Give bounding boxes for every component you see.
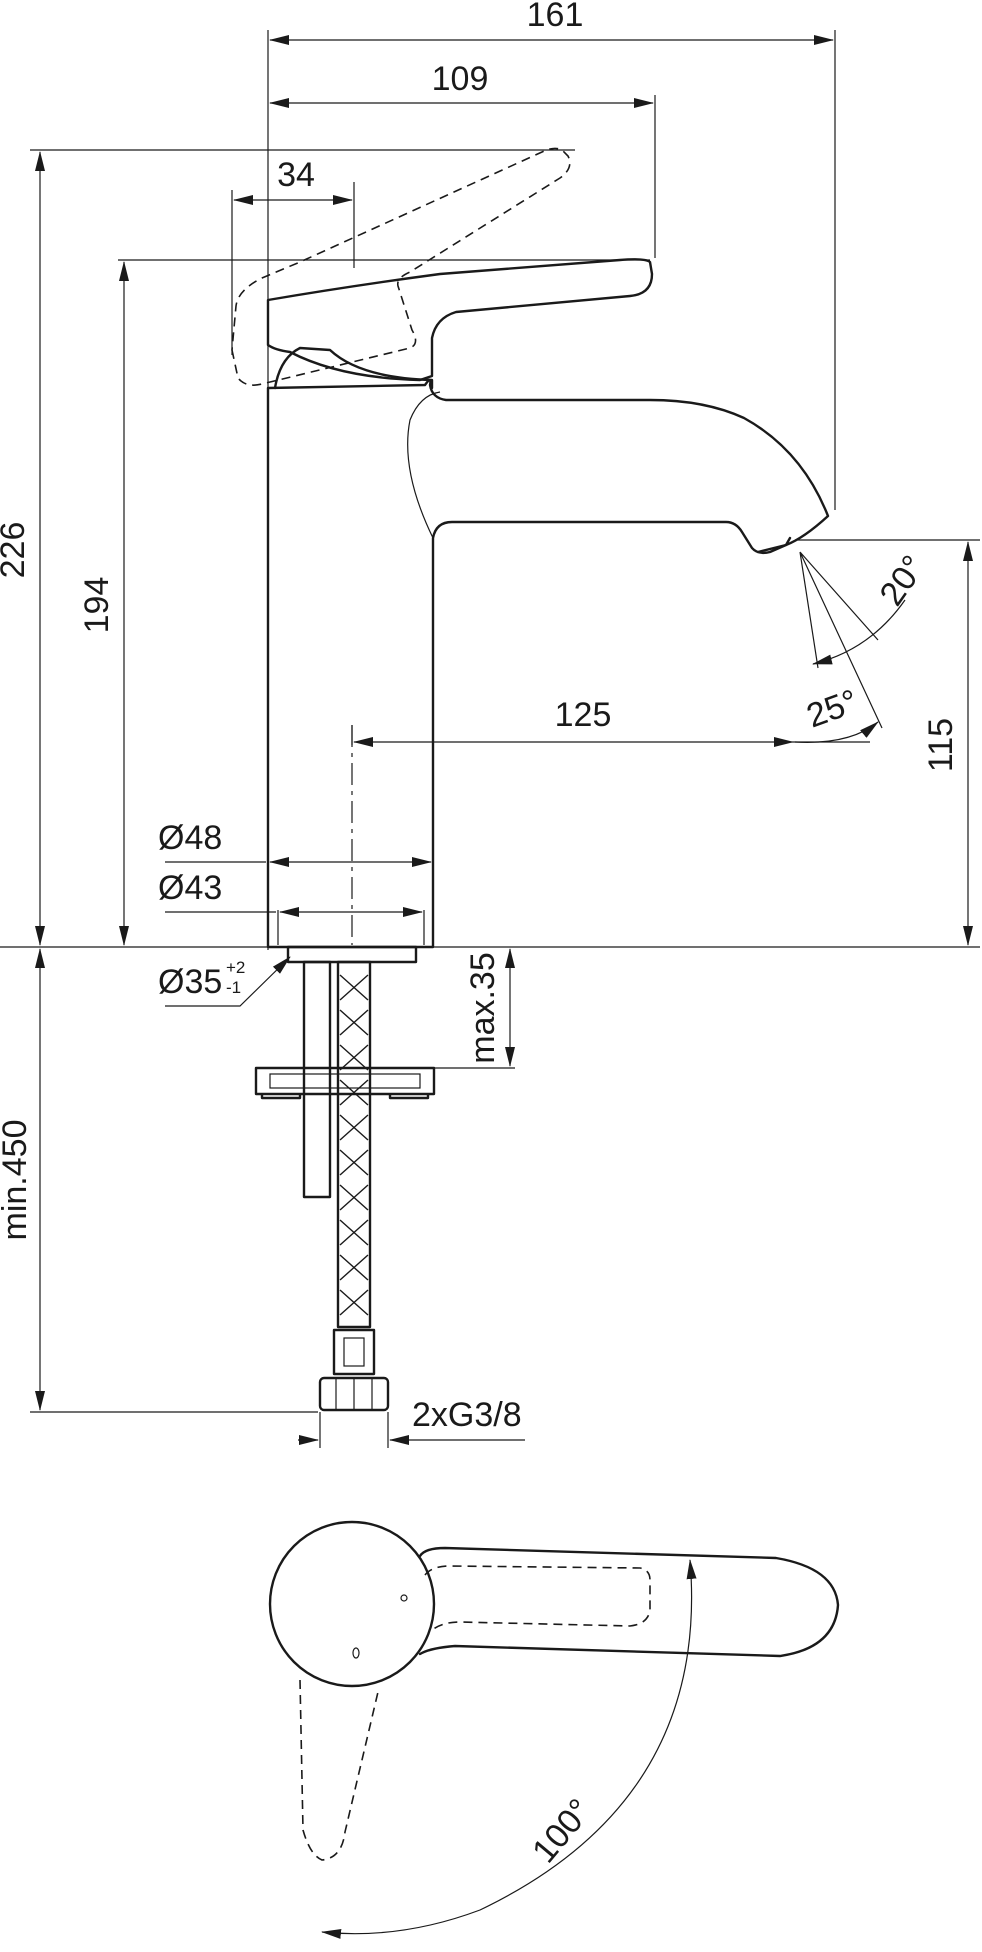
bracket-inner [269,1073,421,1089]
lever-handle [266,258,654,382]
label-angle-20: 20° [872,549,933,613]
dimension-lines [0,30,980,1448]
label-d43: Ø43 [158,869,222,907]
braided-hose [339,974,369,1316]
label-thread: 2xG3/8 [412,1396,522,1434]
jet-rays [799,551,883,729]
mounting-hardware [254,960,436,1412]
label-d35-tol-plus: +2 [226,958,245,977]
top-lever-dashed-1 [424,1565,651,1633]
label-max35: max.35 [464,952,502,1064]
label-d35-tol-minus: -1 [226,978,241,997]
aerator [756,536,792,554]
hose-ferrule [332,1328,376,1376]
hose-sleeve [336,960,372,1329]
lever-raised-dashed [231,147,571,386]
top-body-circle [268,1520,436,1688]
faucet-top-view [268,1520,840,1939]
top-mark-2 [352,1647,360,1659]
top-lever-dashed-2 [299,1679,379,1861]
spout-curve [407,391,441,539]
label-34: 34 [277,156,315,194]
label-125: 125 [555,696,612,734]
arc-20 [812,599,906,665]
fixing-bracket [254,1066,436,1100]
label-115: 115 [922,718,960,772]
faucet-side-view [231,147,830,964]
faucet-body [266,378,830,949]
label-d48: Ø48 [158,819,222,857]
arc-100 [321,1559,697,1939]
cartridge-dome [273,346,434,390]
base-ring [286,945,418,964]
top-lever [418,1546,840,1658]
dimension-labels: 161 109 34 226 194 125 115 Ø48 Ø43 Ø35 +… [0,0,960,1870]
arc-25 [794,721,879,743]
dim-leader-d35 [165,956,291,1007]
label-angle-100: 100° [525,1792,599,1870]
threaded-rod [302,960,332,1199]
top-mark-1 [400,1594,408,1602]
label-194: 194 [78,577,116,634]
label-angle-25: 25° [802,682,863,735]
label-226: 226 [0,522,32,579]
extension-lines [0,30,980,1448]
hose-ferrule-inner [343,1337,365,1367]
label-min450: min.450 [0,1120,34,1241]
label-109: 109 [432,60,489,98]
label-161: 161 [527,0,584,34]
label-d35: Ø35 [158,963,222,1001]
